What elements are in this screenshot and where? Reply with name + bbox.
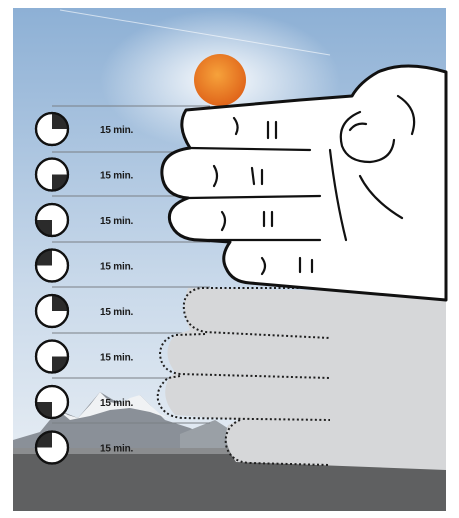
- duration-label: 15 min.: [100, 216, 133, 227]
- duration-label: 15 min.: [100, 398, 133, 409]
- duration-label: 15 min.: [100, 171, 133, 182]
- duration-label: 15 min.: [100, 307, 133, 318]
- clock-icon: [36, 250, 68, 282]
- sun: [194, 54, 246, 106]
- clock-icon: [36, 113, 68, 145]
- duration-label: 15 min.: [100, 262, 133, 273]
- duration-label: 15 min.: [100, 444, 133, 455]
- clock-icon: [36, 386, 68, 418]
- clock-icon: [36, 159, 68, 191]
- duration-label: 15 min.: [100, 125, 133, 136]
- duration-label: 15 min.: [100, 353, 133, 364]
- clock-icon: [36, 295, 68, 327]
- clock-icon: [36, 432, 68, 464]
- clock-icon: [36, 341, 68, 373]
- clock-icon: [36, 204, 68, 236]
